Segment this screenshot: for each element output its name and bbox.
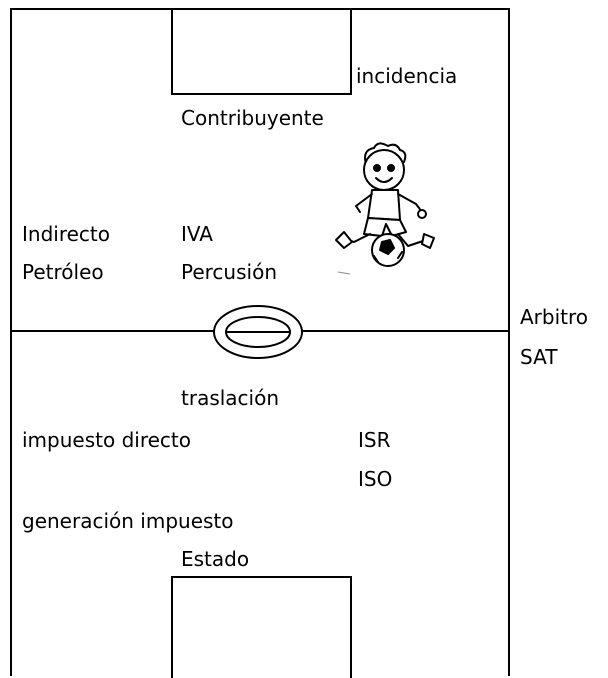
center-circle-icon	[213, 305, 303, 359]
label-traslacion: traslación	[181, 386, 280, 410]
top-goal-box	[171, 8, 352, 95]
soccer-player-icon	[335, 142, 435, 275]
label-iso: ISO	[358, 467, 393, 491]
label-estado: Estado	[181, 547, 250, 571]
bottom-goal-box	[171, 576, 352, 678]
label-percusion: Percusión	[181, 260, 277, 284]
label-impuesto-directo: impuesto directo	[22, 428, 191, 452]
label-iva: IVA	[181, 222, 213, 246]
label-isr: ISR	[358, 428, 391, 452]
label-indirecto: Indirecto	[22, 222, 110, 246]
label-incidencia: incidencia	[356, 64, 458, 88]
label-contribuyente: Contribuyente	[181, 106, 324, 130]
label-arbitro: Arbitro	[520, 305, 589, 329]
label-generacion-impuesto: generación impuesto	[22, 509, 234, 533]
label-sat: SAT	[520, 345, 558, 369]
label-petroleo: Petróleo	[22, 260, 104, 284]
